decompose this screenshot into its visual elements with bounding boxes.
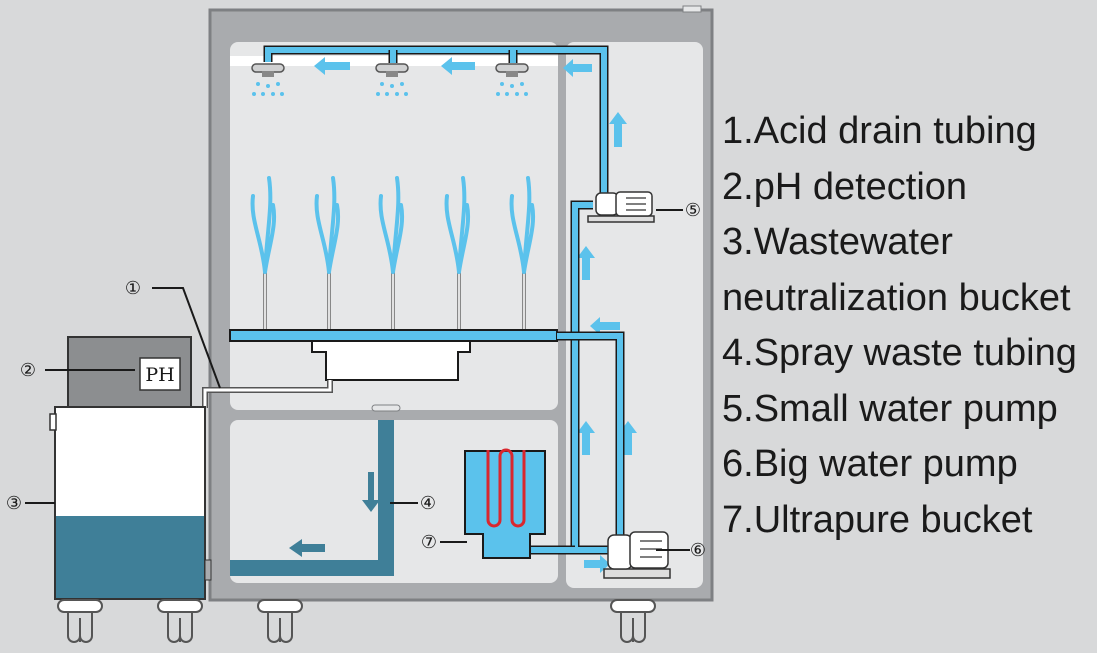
top-spray-pipe	[263, 45, 609, 148]
neutralization-bucket	[49, 406, 212, 600]
spray-nozzle-icon	[251, 63, 529, 96]
callout-6: ⑥	[690, 540, 706, 561]
callout-labels: ① ② ③ ④ ⑤ ⑥ ⑦	[6, 200, 706, 561]
ph-display-label: PH	[145, 364, 174, 386]
legend: 1.Acid drain tubing 2.pH detection 3.Was…	[722, 104, 1077, 548]
callout-1: ①	[125, 278, 141, 299]
callout-3: ③	[6, 493, 22, 514]
legend-item-small-water-pump: 5.Small water pump	[722, 387, 1058, 430]
legend-item-ph-detection: 2.pH detection	[722, 165, 968, 208]
legend-item-spray-waste-tubing: 4.Spray waste tubing	[722, 332, 1077, 374]
spray-manifold	[229, 329, 558, 381]
caster-wheel-icon	[57, 599, 656, 643]
fountain-jets	[250, 176, 536, 330]
acid-drain-tubing	[202, 380, 333, 408]
small-water-pump	[587, 191, 655, 223]
flow-arrow-icon	[314, 57, 637, 573]
cabinet	[208, 5, 714, 602]
ph-detector: PH	[67, 336, 192, 408]
legend-item-acid-drain-tubing: 1.Acid drain tubing	[722, 110, 1037, 152]
leader-lines	[25, 209, 690, 551]
legend-item-big-water-pump: 6.Big water pump	[722, 443, 1018, 485]
legend-item-wastewater: 3.Wastewater	[722, 221, 953, 263]
callout-4: ④	[420, 493, 436, 514]
return-pipes	[530, 148, 625, 555]
callout-5: ⑤	[685, 200, 701, 221]
legend-item-ultrapure-bucket: 7.Ultrapure bucket	[722, 498, 1033, 541]
big-water-pump	[603, 531, 671, 579]
ultrapure-bucket	[464, 448, 546, 559]
callout-7: ⑦	[421, 532, 437, 553]
spray-waste-tubing	[230, 420, 394, 576]
callout-2: ②	[20, 360, 36, 381]
legend-item-neutralization-bucket: neutralization bucket	[722, 276, 1071, 319]
heater-coil-icon	[486, 448, 526, 528]
